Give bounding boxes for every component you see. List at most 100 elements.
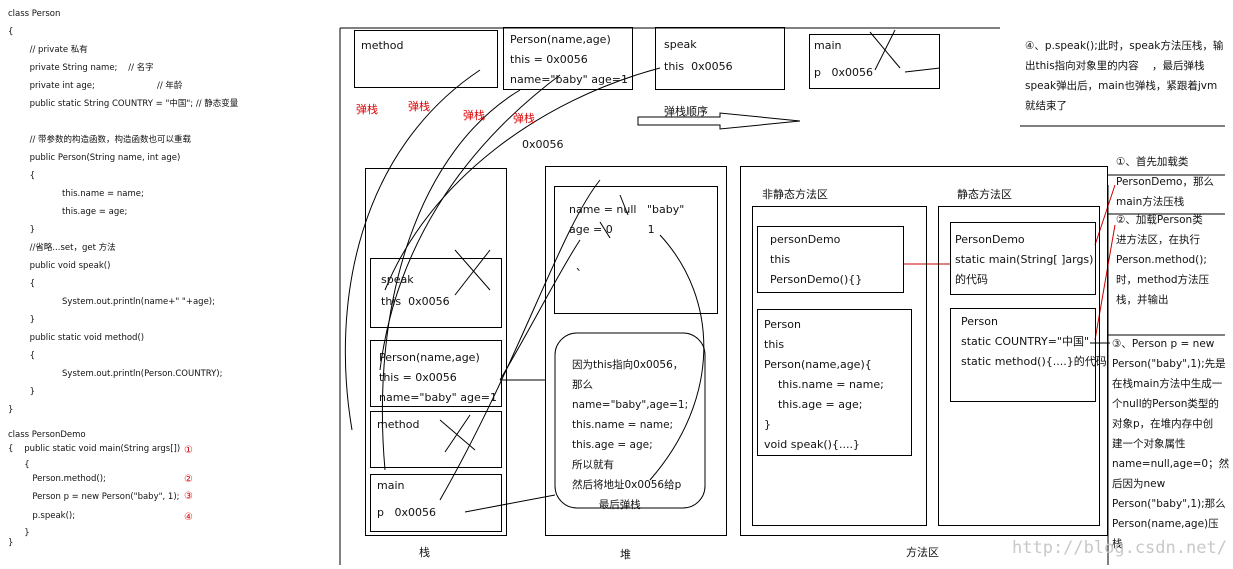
- tf-person-line: this = 0x0056: [510, 53, 588, 66]
- bubble-line: 然后将地址0x0056给p: [572, 479, 682, 491]
- code-line: }: [8, 387, 36, 397]
- st-person-line: Person(name,age): [379, 351, 480, 364]
- tf-speak-line: speak: [664, 38, 697, 51]
- code-line: //省略...set，get 方法: [8, 243, 116, 253]
- stack-frame-method: method: [370, 411, 502, 468]
- ns-p-line: this: [764, 338, 785, 351]
- stack-frame-speak: speak this 0x0056: [370, 258, 502, 328]
- step-marker: ①: [184, 445, 193, 456]
- bubble-line: 最后弹栈: [572, 499, 641, 511]
- bubble-line: this.name = name;: [572, 419, 674, 431]
- code-line: System.out.println(name+" "+age);: [8, 297, 215, 307]
- static-area: [938, 206, 1100, 526]
- st-speak-line: speak: [381, 273, 414, 286]
- ns-p-line: this.name = name;: [764, 378, 884, 391]
- ns-p-line: Person: [764, 318, 801, 331]
- st-person: Person static COUNTRY="中国" static method()…: [950, 308, 1107, 402]
- bubble-line: 所以就有: [572, 459, 614, 471]
- code-line: class Person: [8, 9, 61, 19]
- ns-p-line: void speak(){....}: [764, 438, 860, 451]
- bubble-line: this.age = age;: [572, 439, 653, 451]
- pop-label-2: 弹栈: [408, 100, 430, 113]
- tf-speak-line: this 0x0056: [664, 60, 733, 73]
- static-title: 静态方法区: [957, 188, 1012, 201]
- st-person-line: this = 0x0056: [379, 371, 457, 384]
- heap-obj-line: name = null "baby": [569, 203, 685, 216]
- s-pd-line: 的代码: [955, 273, 988, 286]
- code-line: // 带参数的构造函数，构造函数也可以重载: [8, 135, 192, 145]
- non-static-title: 非静态方法区: [762, 188, 828, 201]
- heap-obj-line: age = 0 1: [569, 223, 655, 236]
- demo-code-line: Person p = new Person("baby", 1);: [8, 492, 180, 502]
- top-frame-main: main p 0x0056: [809, 34, 940, 89]
- st-person-line: name="baby" age=1: [379, 391, 497, 404]
- non-static-area: [752, 206, 927, 526]
- code-line: {: [8, 279, 36, 289]
- code-line: public void speak(): [8, 261, 111, 271]
- ns-p-line: Person(name,age){: [764, 358, 872, 371]
- ns-pd-line: personDemo: [770, 233, 841, 246]
- pop-label-3: 弹栈: [463, 109, 485, 122]
- s-p-line: static method(){....}的代码: [961, 355, 1107, 368]
- s-p-line: Person: [961, 315, 998, 328]
- st-main-line: main: [377, 479, 405, 492]
- code-line: {: [8, 171, 36, 181]
- code-line: public static void method(): [8, 333, 145, 343]
- demo-code-line: class PersonDemo: [8, 430, 86, 440]
- note-3: ③、Person p = new Person("baby",1);先是 在栈m…: [1112, 338, 1230, 550]
- code-line: this.name = name;: [8, 189, 144, 199]
- demo-code-line: }: [8, 538, 14, 548]
- code-line: // private 私有: [8, 45, 88, 55]
- method-area: [740, 166, 1108, 536]
- s-pd-line: static main(String[ ]args): [955, 253, 1094, 266]
- heap-dot: 、: [576, 260, 587, 273]
- bubble-line: name="baby",age=1;: [572, 399, 689, 411]
- st-method-line: method: [377, 418, 420, 431]
- address-label: 0x0056: [522, 138, 564, 151]
- code-line: System.out.println(Person.COUNTRY);: [8, 369, 223, 379]
- code-line: }: [8, 405, 14, 415]
- pop-order-label: 弹栈顺序: [664, 105, 708, 118]
- heap-label: 堆: [620, 548, 631, 561]
- heap-area: [545, 166, 727, 536]
- top-frame-speak: speak this 0x0056: [655, 27, 785, 90]
- code-line: }: [8, 225, 36, 235]
- note-1: ①、首先加载类 PersonDemo，那么 main方法压栈: [1116, 156, 1214, 208]
- pop-label-4: 弹栈: [513, 112, 535, 125]
- top-frame-method: method: [354, 30, 498, 88]
- ns-pd-line: this: [770, 253, 791, 266]
- watermark: http://blog.csdn.net/: [1012, 538, 1227, 558]
- ns-p-line: }: [764, 418, 771, 431]
- step-marker: ③: [184, 491, 193, 502]
- ns-pd-line: PersonDemo(){}: [770, 273, 863, 286]
- demo-code-line: }: [8, 528, 30, 538]
- tf-main-line: main: [814, 39, 842, 52]
- demo-code-line: p.speak();: [8, 511, 76, 521]
- code-line: public Person(String name, int age): [8, 153, 181, 163]
- demo-code-line: { public static void main(String args[]): [8, 444, 181, 454]
- st-speak-line: this 0x0056: [381, 295, 450, 308]
- tf-main-line: p 0x0056: [814, 66, 873, 79]
- demo-code-line: {: [8, 460, 30, 470]
- code-line: {: [8, 27, 14, 37]
- tf-person-line: Person(name,age): [510, 33, 611, 46]
- code-line: {: [8, 351, 36, 361]
- heap-object: name = null "baby" age = 0 1: [554, 186, 718, 314]
- code-line: private int age; // 年龄: [8, 81, 183, 91]
- note-4: ④、p.speak();此时，speak方法压栈，输 出this指向对象里的内容…: [1025, 40, 1224, 112]
- code-line: this.age = age;: [8, 207, 128, 217]
- demo-code-line: Person.method();: [8, 474, 106, 484]
- stack-label: 栈: [419, 546, 430, 559]
- bubble-line: 那么: [572, 379, 593, 391]
- ns-p-line: this.age = age;: [764, 398, 863, 411]
- pop-label-1: 弹栈: [356, 103, 378, 116]
- stack-frame-person: Person(name,age) this = 0x0056 name="baby"…: [370, 340, 502, 407]
- code-line: }: [8, 315, 36, 325]
- s-p-line: static COUNTRY="中国": [961, 335, 1090, 348]
